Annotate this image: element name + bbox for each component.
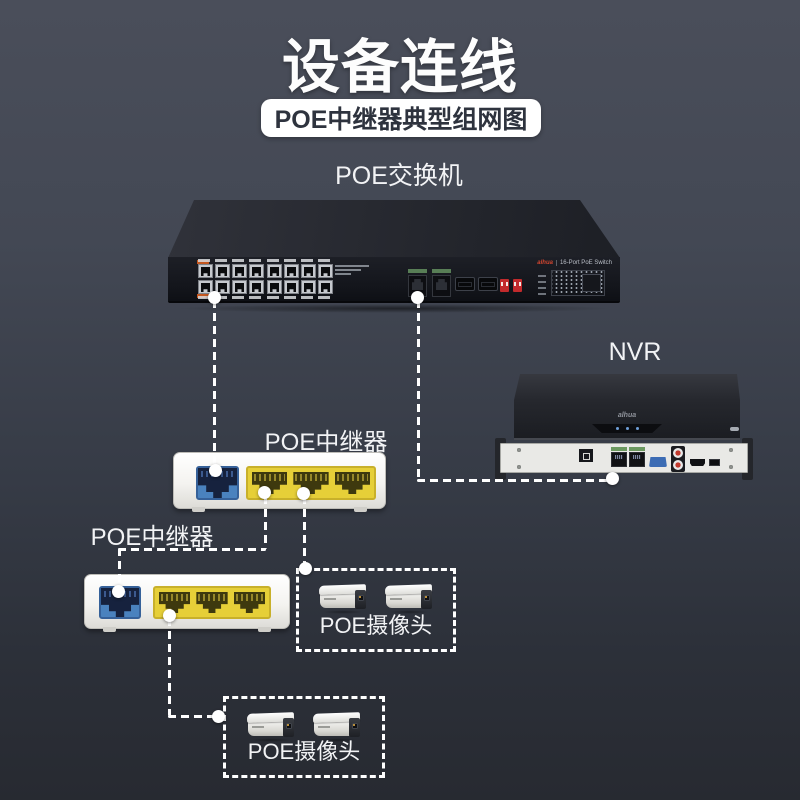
poe-port	[233, 592, 265, 613]
uplink-rj45-port	[432, 275, 451, 297]
cable-repeater-to-repeater-v2	[118, 548, 121, 590]
switch-label: POE交换机	[335, 162, 463, 190]
switch-front-panel: alhua 16-Port PoE Switch	[168, 257, 620, 303]
screw	[517, 448, 521, 452]
rj45-port	[267, 280, 282, 294]
screw	[517, 465, 521, 469]
cable-switch-to-nvr-h	[417, 479, 609, 482]
camera-group-bottom: POE摄像头	[223, 696, 385, 778]
bullet-camera-icon	[246, 712, 295, 742]
nvr-front-panel: alhua	[514, 400, 740, 440]
connection-node-dot	[212, 710, 225, 723]
nvr-ethernet-ports	[611, 447, 645, 467]
connection-node-dot	[112, 585, 125, 598]
poe-switch-illustration: alhua 16-Port PoE Switch	[168, 198, 620, 314]
rj45-port	[301, 280, 316, 294]
nvr-top-panel	[514, 374, 740, 400]
connection-node-dot	[297, 487, 310, 500]
repeater-top-label: POE中继器	[264, 429, 388, 456]
rj45-port	[629, 452, 645, 467]
nvr-rear-panel	[500, 443, 748, 473]
dip-switch-blocks	[500, 279, 522, 292]
cable-switch-to-repeater	[213, 300, 216, 470]
switch-brand: alhua 16-Port PoE Switch	[537, 260, 612, 266]
connection-node-dot	[208, 291, 221, 304]
page-title: 设备连线	[281, 35, 518, 100]
cable-switch-to-nvr-v	[417, 300, 420, 480]
connection-node-dot	[299, 562, 312, 575]
nvr-illustration: alhua	[495, 372, 753, 484]
usb-port	[709, 459, 720, 466]
port-group-tag	[197, 260, 209, 264]
dahua-logo: alhua	[617, 412, 637, 419]
rj45-port	[215, 264, 230, 278]
vga-port	[649, 457, 667, 467]
dahua-logo: alhua	[537, 260, 553, 266]
cable-repeater-to-repeater-h	[118, 548, 266, 551]
rj45-port-grid	[267, 259, 333, 299]
rj45-port	[267, 264, 282, 278]
screw	[729, 448, 733, 452]
switch-shadow	[174, 304, 614, 313]
connection-node-dot	[163, 609, 176, 622]
poe-port	[159, 592, 191, 613]
poe-port	[334, 472, 370, 494]
sfp-slot	[478, 277, 498, 291]
cable-repeater2-to-cameras-v	[168, 618, 171, 716]
rj45-port	[249, 264, 264, 278]
rj45-port	[284, 264, 299, 278]
switch-top-panel	[168, 200, 620, 258]
switch-brand-caption: 16-Port PoE Switch	[555, 260, 612, 266]
hdmi-port	[690, 459, 705, 466]
rj45-port-grid	[198, 259, 264, 299]
led-label-column	[538, 275, 546, 295]
connection-node-dot	[411, 291, 424, 304]
rj45-port	[301, 264, 316, 278]
nvr-label: NVR	[608, 338, 662, 366]
cable-repeater-to-repeater-v1	[264, 496, 267, 549]
rj45-port	[198, 280, 213, 294]
poe-repeater-bottom	[84, 574, 290, 632]
cable-repeater-to-cameras	[303, 496, 306, 566]
rj45-port	[284, 280, 299, 294]
camera-group-right-label: POE摄像头	[319, 613, 433, 638]
uplink-ports	[408, 269, 451, 297]
connection-node-dot	[606, 472, 619, 485]
sfp-slot	[455, 277, 475, 291]
dip-switch	[513, 279, 522, 292]
dip-switch	[500, 279, 509, 292]
poe-repeater-top	[173, 452, 386, 512]
bullet-camera-icon	[384, 584, 433, 614]
connection-node-dot	[209, 464, 222, 477]
poe-port	[196, 592, 228, 613]
repeater-bottom-label: POE中继器	[90, 524, 214, 551]
camera-group-bottom-label: POE摄像头	[247, 739, 361, 764]
camera-group-right: POE摄像头	[296, 568, 456, 652]
led-indicator-panel	[551, 270, 605, 296]
rj45-port	[232, 264, 247, 278]
connection-node-dot	[258, 486, 271, 499]
rj45-port	[215, 280, 230, 294]
rj45-port	[318, 280, 333, 294]
model-text-lines	[335, 265, 369, 275]
poe-out-ports	[153, 586, 271, 619]
rj45-port	[198, 264, 213, 278]
screw	[729, 465, 733, 469]
rj45-port	[318, 264, 333, 278]
nvr-front-vent	[592, 424, 662, 433]
rca-jacks	[671, 446, 685, 472]
nvr-front-button	[730, 427, 739, 431]
rj45-port	[232, 280, 247, 294]
rj45-port	[249, 280, 264, 294]
bullet-camera-icon	[318, 584, 367, 614]
bullet-camera-icon	[312, 712, 361, 742]
rj45-port	[611, 452, 627, 467]
cable-repeater2-to-cameras-h	[168, 715, 218, 718]
subtitle-badge: POE中继器典型组网图	[261, 99, 541, 137]
power-switch	[579, 449, 593, 462]
sfp-slots	[455, 277, 498, 291]
